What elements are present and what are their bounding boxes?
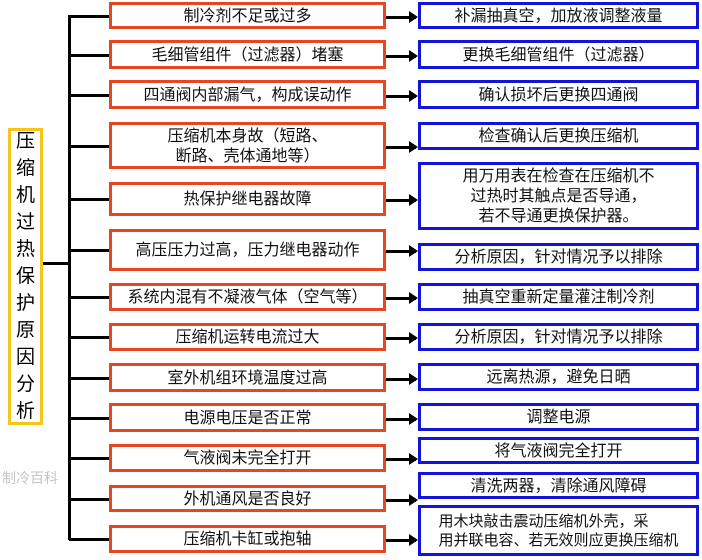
solution-box: 确认损坏后更换四通阀	[418, 80, 699, 109]
arrow-icon	[386, 292, 418, 304]
cause-box: 室外机组环境温度过高	[109, 363, 386, 392]
solution-box: 分析原因，针对情况予以排除	[418, 243, 699, 271]
branch-line	[69, 296, 109, 299]
cause-box: 压缩机运转电流过大	[109, 323, 386, 351]
cause-box: 压缩机本身故（短路、 断路、壳体通地等）	[109, 122, 386, 169]
cause-box: 电源电压是否正常	[109, 403, 386, 432]
solution-box: 更换毛细管组件（过滤器）	[418, 40, 699, 69]
branch-line	[69, 94, 109, 97]
root-connector	[43, 262, 69, 265]
branch-line	[69, 15, 109, 18]
arrow-icon	[386, 50, 418, 62]
arrow-icon	[386, 245, 418, 257]
branch-line	[69, 336, 109, 339]
branch-line	[69, 538, 109, 541]
branch-line	[69, 198, 109, 201]
solution-box: 调整电源	[418, 403, 699, 431]
cause-box: 外机通风是否良好	[109, 485, 386, 512]
branch-line	[69, 498, 109, 501]
cause-box: 热保护继电器故障	[109, 182, 386, 216]
arrow-icon	[386, 453, 418, 465]
branch-line	[69, 54, 109, 57]
solution-box: 将气液阀完全打开	[418, 437, 699, 464]
solution-box: 抽真空重新定量灌注制冷剂	[418, 283, 699, 311]
arrow-icon	[386, 534, 418, 546]
branch-line	[69, 417, 109, 420]
arrow-icon	[386, 11, 418, 23]
arrow-icon	[386, 141, 418, 153]
branch-line	[69, 457, 109, 460]
trunk-line	[68, 15, 71, 540]
arrow-icon	[386, 413, 418, 425]
solution-box: 清洗两器，清除通风障碍	[418, 472, 699, 499]
branch-line	[69, 377, 109, 380]
solution-box: 远离热源，避免日晒	[418, 363, 699, 391]
cause-box: 气液阀未完全打开	[109, 444, 386, 472]
arrow-icon	[386, 373, 418, 385]
solution-box: 用万用表在检查在压缩机不 过热时其触点是否导通， 若不导通更换保护器。	[418, 162, 699, 230]
solution-box: 检查确认后更换压缩机	[418, 122, 699, 150]
solution-box: 用木块敲击震动压缩机外壳，采 用并联电容、若无效则应更换压缩机	[418, 505, 699, 556]
solution-box: 补漏抽真空，加放液调整液量	[418, 2, 699, 29]
arrow-icon	[386, 194, 418, 206]
cause-box: 制冷剂不足或过多	[109, 2, 386, 29]
arrow-icon	[386, 494, 418, 506]
solution-box: 分析原因，针对情况予以排除	[418, 323, 699, 351]
branch-line	[69, 145, 109, 148]
watermark: 制冷百科	[2, 471, 58, 487]
branch-line	[69, 249, 109, 252]
cause-box: 四通阀内部漏气，构成误动作	[109, 80, 386, 109]
root-node: 压缩机过热保护原因分析	[8, 128, 43, 425]
cause-box: 系统内混有不凝液气体（空气等）	[109, 283, 386, 311]
arrow-icon	[386, 332, 418, 344]
cause-box: 毛细管组件（过滤器）堵塞	[109, 40, 386, 69]
arrow-icon	[386, 90, 418, 102]
cause-box: 高压压力过高，压力继电器动作	[109, 229, 386, 271]
cause-box: 压缩机卡缸或抱轴	[109, 525, 386, 553]
